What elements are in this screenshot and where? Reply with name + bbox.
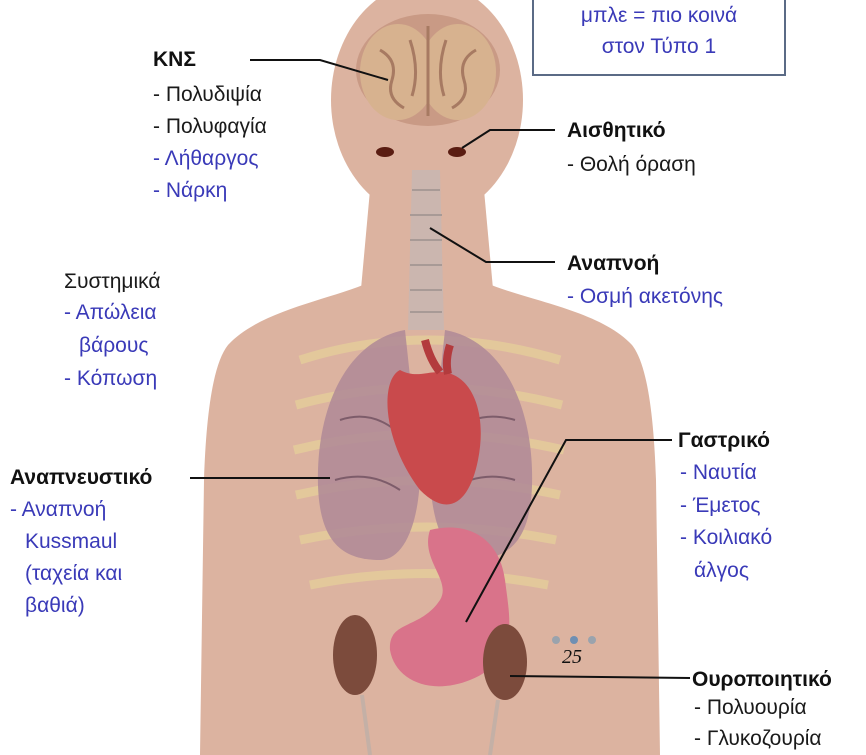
respiratory-item-2: Kussmaul [25,526,117,557]
respiratory-title: Αναπνευστικό [10,462,152,493]
gastric-item-3: - Κοιλιακό [680,522,772,553]
urinary-item-2: - Γλυκοζουρία [694,723,822,754]
urinary-title: Ουροποιητικό [692,664,832,695]
breath-title: Αναπνοή [567,248,659,279]
cns-title: ΚΝΣ [153,44,196,75]
breath-item-1: - Οσμή ακετόνης [567,281,723,312]
cns-item-4: - Νάρκη [153,175,227,206]
systemic-title: Συστημικά [64,266,161,297]
page-dot-3[interactable] [588,636,596,644]
systemic-item-1: - Απώλεια [64,297,157,328]
respiratory-item-3: (ταχεία και [25,558,122,589]
page-dot-1[interactable] [552,636,560,644]
gastric-title: Γαστρικό [678,425,770,456]
legend-line-2: στον Τύπο 1 [534,31,784,62]
brain [356,14,500,126]
gastric-item-2: - Έμετος [680,490,761,521]
gastric-item-1: - Ναυτία [680,457,757,488]
legend-line-1: μπλε = πιο κοινά [534,0,784,31]
legend-box: μπλε = πιο κοινά στον Τύπο 1 [532,0,786,76]
page-number: 25 [562,646,582,669]
respiratory-item-4: βαθιά) [25,590,85,621]
trachea [408,170,444,330]
systemic-item-2: βάρους [79,330,148,361]
urinary-item-1: - Πολυουρία [694,692,807,723]
cns-item-2: - Πολυφαγία [153,111,267,142]
systemic-item-3: - Κόπωση [64,363,157,394]
respiratory-item-1: - Αναπνοή [10,494,106,525]
page-indicator[interactable]: 25 [552,632,602,672]
gastric-item-4: άλγος [694,555,749,586]
sensory-item-1: - Θολή όραση [567,149,696,180]
cns-item-1: - Πολυδιψία [153,79,262,110]
page-dot-2[interactable] [570,636,578,644]
cns-item-3: - Λήθαργος [153,143,258,174]
sensory-title: Αισθητικό [567,115,666,146]
